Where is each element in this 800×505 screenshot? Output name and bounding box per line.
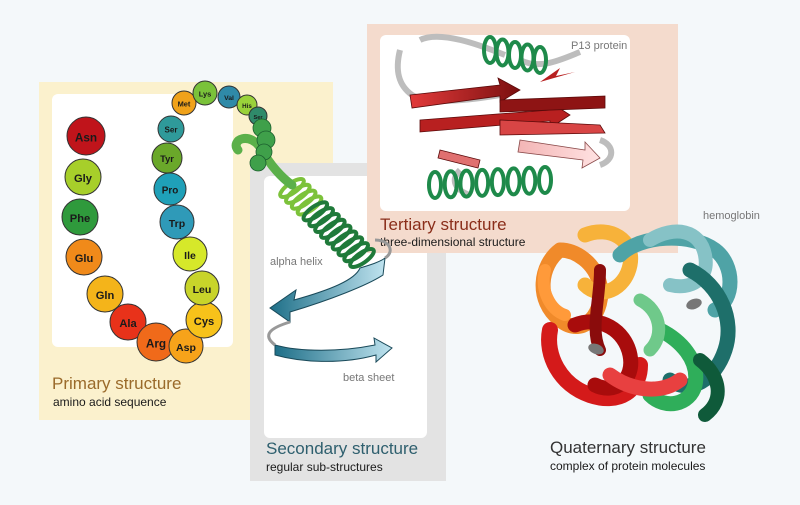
amino-acid-circle xyxy=(172,236,208,272)
amino-acid-circle xyxy=(168,328,204,364)
helix-coil xyxy=(519,42,536,73)
amino-acid-circle xyxy=(61,198,99,236)
tertiary-structure-subtitle: three-dimensional structure xyxy=(380,235,526,249)
alpha-helix-label: alpha helix xyxy=(270,256,323,268)
amino-acid-label: Phe xyxy=(70,213,90,225)
beta-sheet-label: beta sheet xyxy=(343,372,395,384)
helix-coil xyxy=(348,246,376,270)
amino-acid-circle xyxy=(159,204,195,240)
chain-bead xyxy=(249,154,267,172)
amino-acid-bead: Asn xyxy=(66,116,106,156)
amino-acid-circle xyxy=(157,115,185,143)
amino-acid-bead: Ser xyxy=(157,115,185,143)
amino-acid-label: Arg xyxy=(146,337,166,350)
amino-acid-circle xyxy=(151,142,183,174)
amino-acid-label: Trp xyxy=(169,218,185,230)
amino-acid-circle xyxy=(217,85,241,109)
hemoglobin-shape xyxy=(535,224,738,422)
amino-acid-bead: Tyr xyxy=(151,142,183,174)
amino-acid-bead: Val xyxy=(217,85,241,109)
amino-acid-label: Glu xyxy=(75,253,94,265)
amino-acid-circle xyxy=(184,270,220,306)
amino-acid-bead: Asp xyxy=(168,328,204,364)
p13-protein-shape xyxy=(394,33,615,200)
amino-acid-bead: Glu xyxy=(65,238,103,276)
beta-sheet-shape xyxy=(267,238,393,364)
amino-acid-label: Tyr xyxy=(160,154,174,164)
amino-acid-circle xyxy=(65,238,103,276)
hemoglobin-label: hemoglobin xyxy=(703,210,760,222)
helix-coil xyxy=(505,166,522,197)
amino-acid-label: Ser xyxy=(254,115,264,121)
quaternary-structure-title: Quaternary structure xyxy=(550,438,706,457)
helix-coil xyxy=(458,168,475,199)
secondary-structure-subtitle: regular sub-structures xyxy=(266,460,383,474)
secondary-structure-title: Secondary structure xyxy=(266,439,419,458)
amino-acid-bead: Trp xyxy=(159,204,195,240)
helix-coil xyxy=(442,169,459,200)
amino-acid-label: Asn xyxy=(75,131,97,144)
amino-acid-label: Ala xyxy=(119,318,137,330)
amino-acid-circle xyxy=(64,158,102,196)
amino-acid-bead: Met xyxy=(171,90,197,116)
amino-acid-label: Met xyxy=(178,99,191,108)
amino-acid-label: His xyxy=(242,103,252,110)
helix-coil xyxy=(521,165,538,196)
quaternary-structure-subtitle: complex of protein molecules xyxy=(550,459,706,473)
amino-acid-circle xyxy=(86,275,124,313)
helix-coil xyxy=(427,170,443,200)
helix-coil xyxy=(489,167,506,198)
primary-structure-subtitle: amino acid sequence xyxy=(53,395,167,409)
primary-structure-title: Primary structure xyxy=(52,374,182,393)
helix-coil xyxy=(474,167,491,198)
amino-acid-label: Lys xyxy=(199,89,212,98)
amino-acid-bead: Ile xyxy=(172,236,208,272)
amino-acid-label: Ser xyxy=(165,126,179,135)
amino-acid-label: Gln xyxy=(96,290,115,302)
amino-acid-label: Val xyxy=(224,95,234,102)
amino-acid-bead: Lys xyxy=(192,80,218,106)
p13-protein-label: P13 protein xyxy=(571,40,628,52)
amino-acid-label: Gly xyxy=(74,173,93,185)
alpha-helix-shape xyxy=(278,176,376,270)
amino-acid-label: Cys xyxy=(194,316,214,328)
amino-acid-label: Ile xyxy=(184,250,196,262)
helix-coil xyxy=(507,40,523,70)
amino-acid-circle xyxy=(109,303,147,341)
amino-acid-bead: Gly xyxy=(64,158,102,196)
amino-acid-bead: Pro xyxy=(153,172,187,206)
amino-acid-circle xyxy=(66,116,106,156)
amino-acid-circle xyxy=(171,90,197,116)
amino-acid-circle xyxy=(192,80,218,106)
helix-coil xyxy=(537,165,553,195)
amino-acid-label: Leu xyxy=(193,284,212,296)
tertiary-structure-title: Tertiary structure xyxy=(380,215,507,234)
amino-acid-label: Asp xyxy=(176,342,196,354)
amino-acid-label: Pro xyxy=(162,185,179,196)
amino-acid-bead: Ala xyxy=(109,303,147,341)
amino-acid-bead: Cys xyxy=(185,301,223,339)
amino-acid-bead: Arg xyxy=(136,322,176,362)
amino-acid-bead: Leu xyxy=(184,270,220,306)
helix-coil xyxy=(532,45,548,75)
amino-acid-bead: Gln xyxy=(86,275,124,313)
amino-acid-bead: Phe xyxy=(61,198,99,236)
